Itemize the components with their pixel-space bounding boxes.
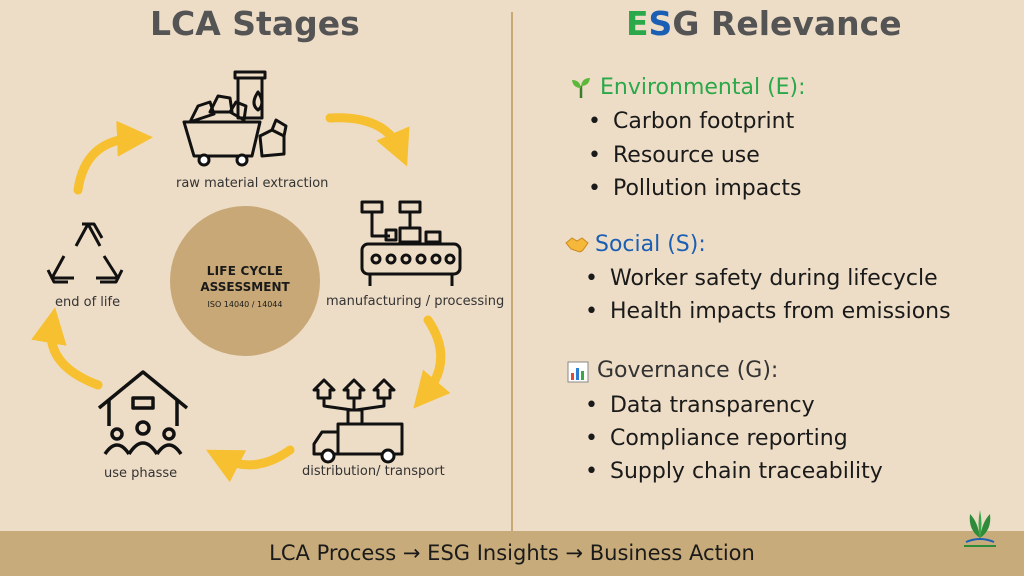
mining-cart-icon (182, 70, 288, 167)
env-item-1: Carbon footprint (588, 109, 794, 134)
logo-icon (964, 510, 996, 547)
stage-label-use-phase: use phasse (104, 466, 178, 481)
env-item-2: Resource use (588, 143, 760, 168)
stage-label-raw-material: raw material extraction (176, 176, 329, 191)
stage-label-manufacturing: manufacturing / processing (326, 294, 505, 309)
arrow-use-to-endoflife (31, 307, 103, 390)
esg-relevance-title: ESG Relevance (626, 4, 902, 43)
lca-center-circle: LIFE CYCLE ASSESSMENT ISO 14040 / 14044 (170, 206, 320, 356)
title-letter-e: E (626, 4, 649, 43)
bar-chart-icon (567, 361, 589, 383)
social-item-1: Worker safety during lifecycle (585, 266, 938, 291)
arrow-raw-to-manufacturing (325, 113, 410, 167)
lca-stages-title: LCA Stages (150, 4, 360, 43)
column-divider (511, 12, 513, 532)
social-item-2: Health impacts from emissions (585, 299, 951, 324)
recycle-icon (46, 222, 124, 284)
title-rest: G Relevance (672, 4, 902, 43)
environmental-heading: Environmental (E): (600, 75, 806, 100)
gov-item-2: Compliance reporting (585, 426, 848, 451)
footer-text: LCA Process → ESG Insights → Business Ac… (269, 541, 755, 565)
footer-bar (0, 531, 1024, 576)
gov-item-1: Data transparency (585, 393, 815, 418)
arrow-endoflife-to-raw (73, 120, 153, 195)
stage-label-distribution: distribution/ transport (302, 464, 445, 479)
center-line-1: LIFE CYCLE (206, 264, 284, 278)
handshake-icon (565, 237, 589, 253)
env-item-3: Pollution impacts (588, 176, 801, 201)
center-iso-standard: ISO 14040 / 14044 (207, 300, 283, 309)
delivery-truck-icon (312, 378, 404, 464)
gov-item-3: Supply chain traceability (585, 459, 883, 484)
seedling-icon (572, 78, 590, 98)
governance-heading: Governance (G): (597, 358, 779, 383)
factory-conveyor-icon (360, 200, 462, 286)
center-line-2: ASSESSMENT (200, 280, 290, 294)
social-heading: Social (S): (595, 232, 706, 257)
title-letter-s: S (648, 4, 673, 43)
house-people-icon (97, 370, 189, 456)
arrow-distribution-to-use (205, 445, 295, 483)
stage-label-end-of-life: end of life (55, 295, 121, 310)
arrow-manufacturing-to-distribution (413, 315, 451, 409)
